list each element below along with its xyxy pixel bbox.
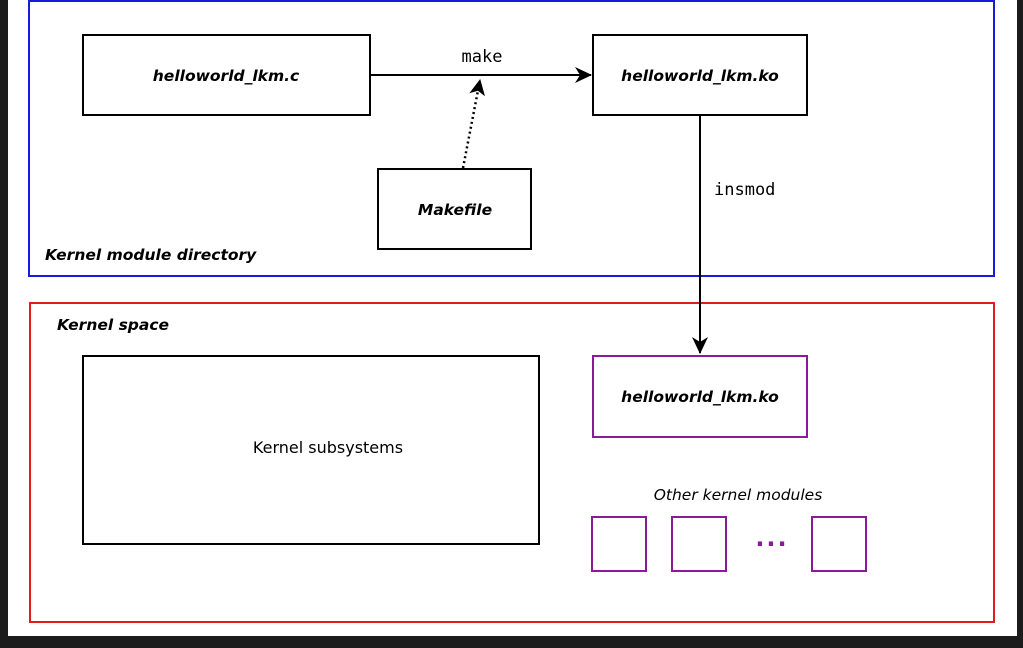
other-module-box (671, 516, 727, 572)
kernel-space-label: Kernel space (57, 316, 169, 334)
loaded-module-box (592, 355, 808, 438)
loaded-module-label: helloworld_lkm.ko (621, 388, 779, 406)
other-modules-label: Other kernel modules (654, 486, 823, 504)
other-module-box (811, 516, 867, 572)
other-modules-ellipsis: ... (755, 524, 788, 552)
module-directory-container (28, 0, 995, 277)
makefile-dotted-arrow (461, 79, 486, 169)
source-file-box (82, 34, 371, 116)
module-directory-label: Kernel module directory (45, 246, 257, 264)
compiled-file-label: helloworld_lkm.ko (621, 67, 779, 85)
kernel-subsystems-label: Kernel subsystems (253, 438, 403, 457)
compiled-file-box (592, 34, 808, 116)
other-module-box (591, 516, 647, 572)
makefile-box (377, 168, 532, 250)
makefile-label: Makefile (418, 201, 492, 219)
kernel-space-container (29, 302, 995, 623)
make-label: make (462, 47, 503, 67)
insmod-label: insmod (714, 180, 775, 200)
source-file-label: helloworld_lkm.c (153, 67, 299, 85)
kernel-subsystems-box (82, 355, 540, 545)
